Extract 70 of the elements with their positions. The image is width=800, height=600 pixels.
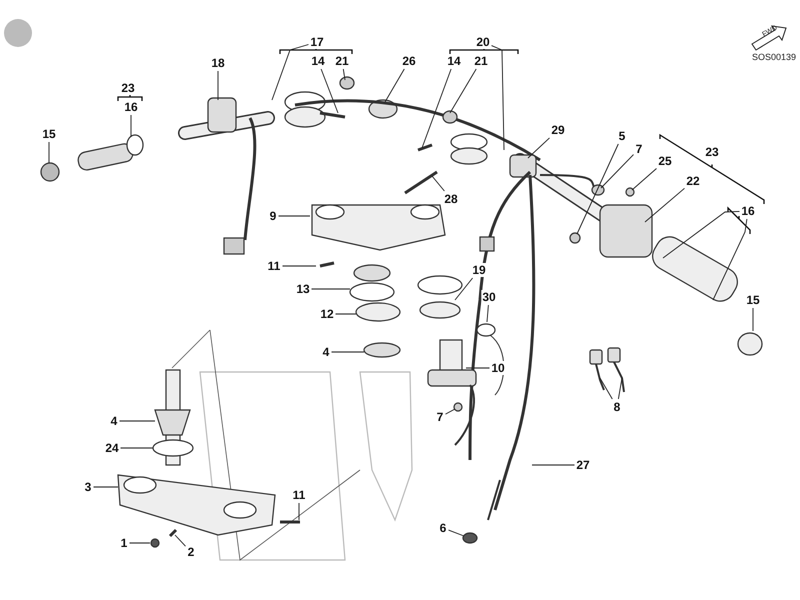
leader-line (119, 420, 156, 422)
callout-number: 12 (319, 307, 335, 321)
callout-number: 30 (481, 290, 497, 304)
leader-line (342, 68, 346, 80)
callout-number: 9 (268, 209, 278, 223)
leader-line (600, 154, 634, 188)
callout-number: 24 (104, 441, 120, 455)
leader-line (129, 542, 150, 544)
callout-number: 25 (657, 154, 673, 168)
callout-number: 7 (436, 410, 444, 424)
leader-line (93, 486, 118, 488)
leader-line (298, 502, 300, 520)
callout-number: 2 (186, 545, 196, 559)
callout-number: 4 (110, 414, 118, 428)
callout-number: 7 (634, 142, 644, 156)
callout-number: 27 (575, 458, 591, 472)
callout-number: 14 (446, 54, 462, 68)
callout-number: 13 (295, 282, 311, 296)
leader-line (618, 378, 622, 400)
callout-number: 16 (123, 100, 139, 114)
leader-line (486, 304, 489, 322)
callout-number: 18 (210, 56, 226, 70)
leader-line (576, 144, 619, 234)
callout-number: 21 (334, 54, 350, 68)
leader-line (311, 288, 350, 290)
callout-number: 6 (438, 521, 448, 535)
callout-number: 21 (473, 54, 489, 68)
leader-line (454, 278, 474, 300)
callout-number: 15 (41, 127, 57, 141)
leader-line (632, 168, 657, 190)
callout-number: 15 (745, 293, 761, 307)
callout-number: 23 (704, 145, 720, 159)
callout-number: 17 (309, 35, 325, 49)
callout-number: 14 (310, 54, 326, 68)
leader-line (448, 530, 464, 536)
callout-number: 8 (612, 400, 622, 414)
leader-line (600, 378, 613, 400)
callout-number: 28 (443, 192, 459, 206)
leader-line (272, 44, 309, 100)
callout-number: 29 (550, 123, 566, 137)
callout-number: 23 (120, 81, 136, 95)
callout-number: 19 (471, 263, 487, 277)
callout-number: 20 (475, 35, 491, 49)
callout-number: 4 (322, 345, 330, 359)
leader-line (320, 68, 338, 114)
callout-number: 11 (292, 488, 306, 502)
callout-number: 26 (401, 54, 417, 68)
callout-number: 5 (618, 129, 626, 143)
leader-line (712, 218, 748, 300)
callout-number: 22 (685, 174, 701, 188)
leader-line (644, 188, 685, 222)
leader-line (174, 534, 186, 547)
leader-line (450, 68, 477, 114)
leader-line (48, 142, 50, 164)
leader-line (432, 176, 445, 192)
leader-line (445, 408, 456, 415)
leader-line (491, 45, 504, 150)
drawing-code: SOS00139 (752, 52, 796, 62)
callout-number: 16 (740, 204, 756, 218)
callout-number: 1 (120, 536, 128, 550)
leader-line (528, 137, 550, 158)
leader-line (384, 68, 405, 102)
leader-line (130, 114, 132, 138)
callout-number: 3 (84, 480, 92, 494)
callout-number: 10 (490, 361, 506, 375)
leader-line (662, 210, 740, 258)
leader-line (532, 464, 575, 466)
leader-line (752, 308, 754, 332)
leader-line (422, 68, 452, 148)
callout-number: 11 (266, 259, 282, 273)
